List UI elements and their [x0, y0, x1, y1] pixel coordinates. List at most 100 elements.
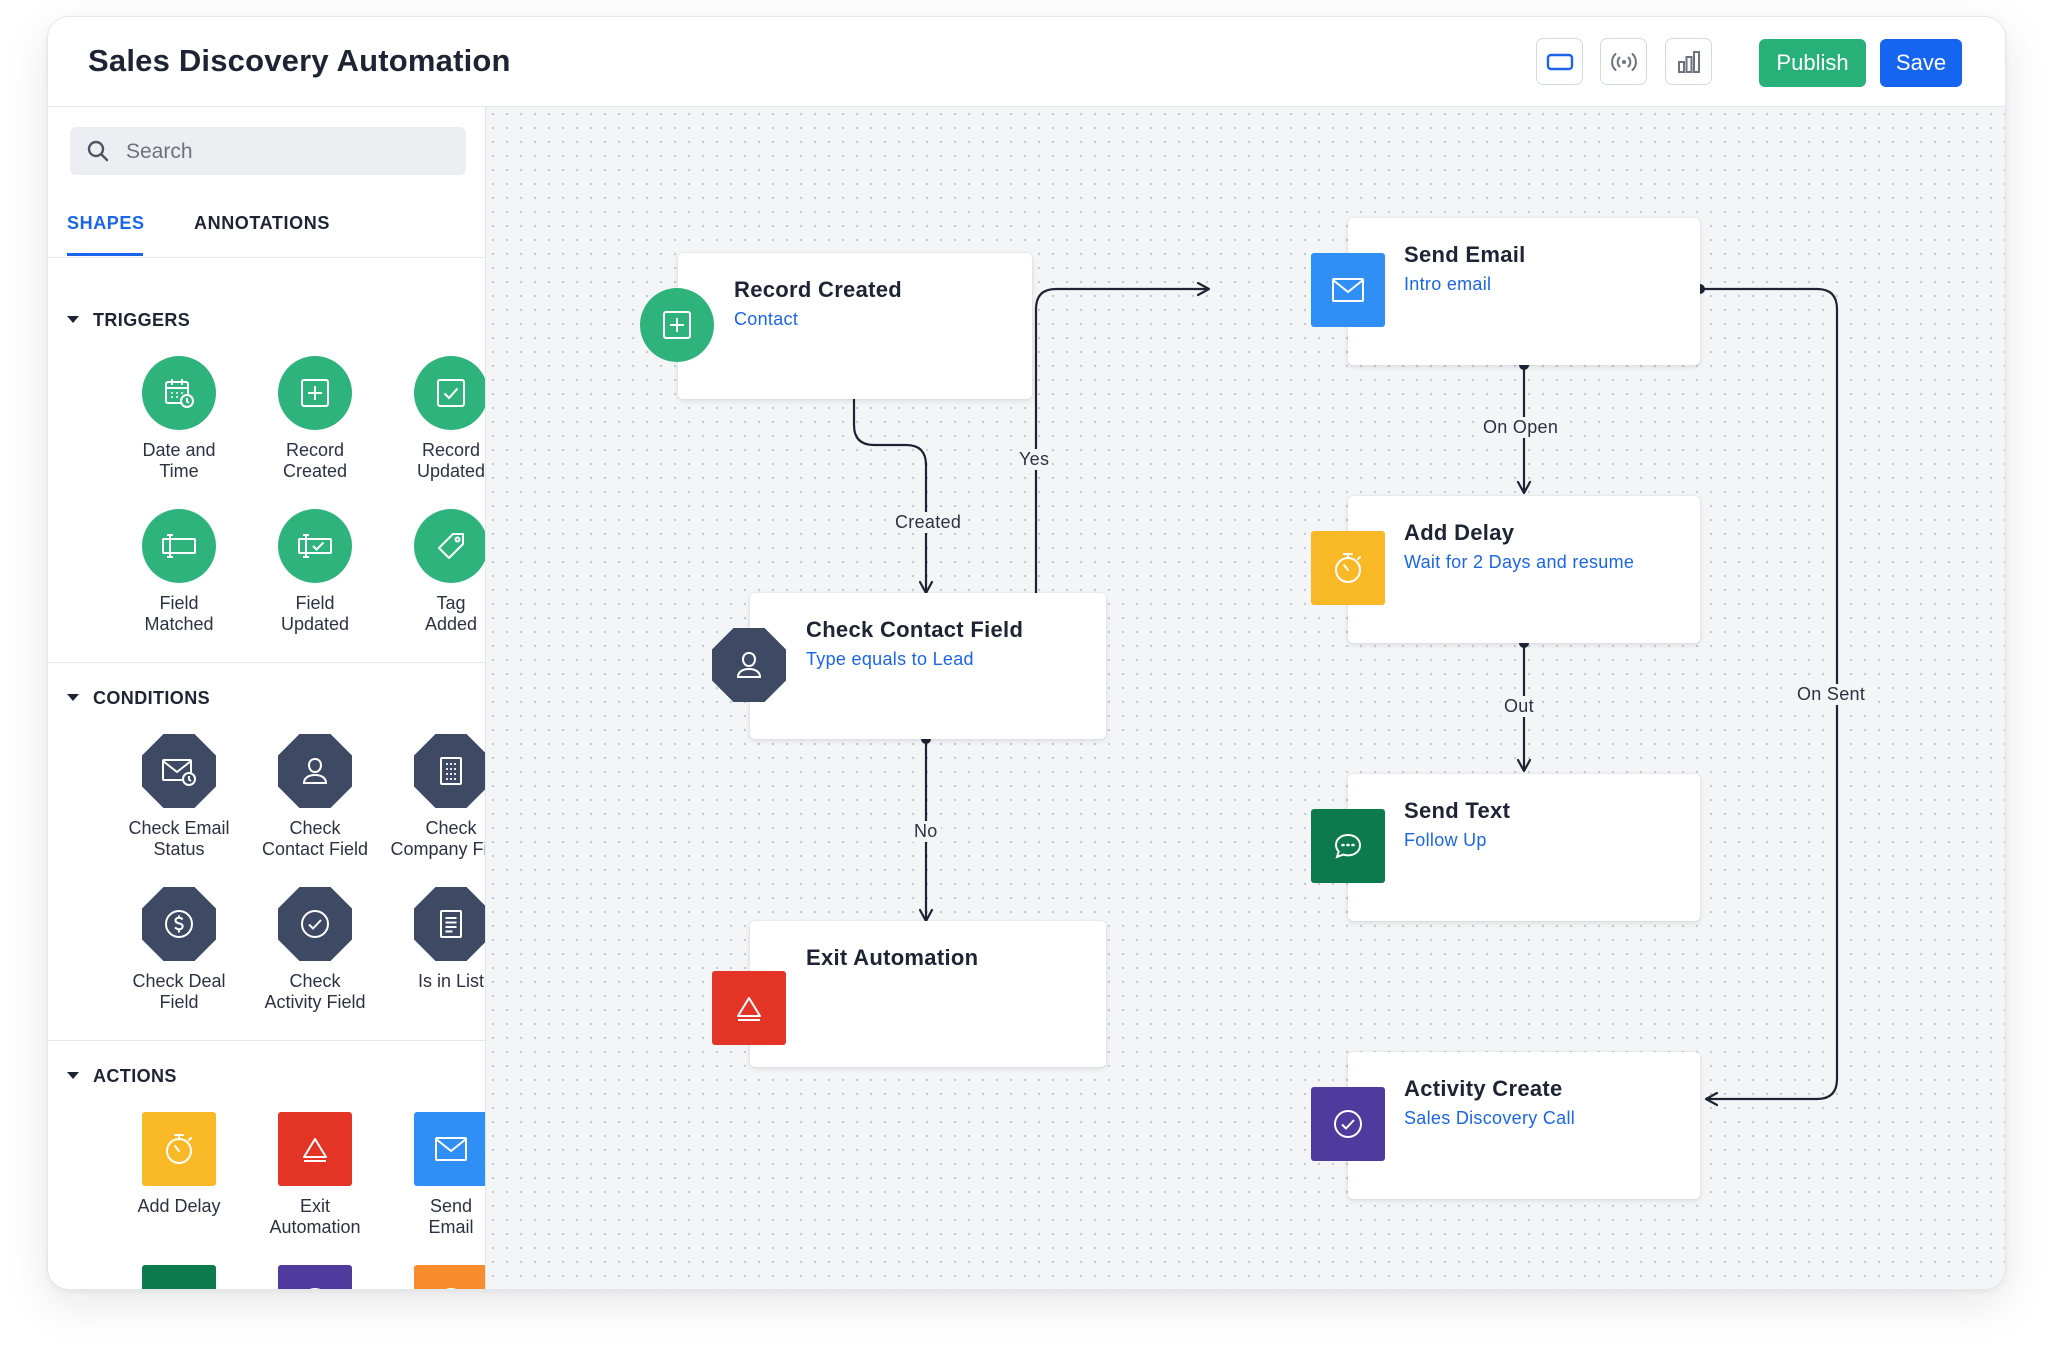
node-icon-activity-create [1311, 1087, 1385, 1161]
node-title: Record Created [734, 277, 903, 302]
shape-label: Add Delay [137, 1196, 221, 1216]
edge-label-created: Created [892, 512, 965, 533]
node-icon-exit [712, 971, 786, 1045]
section-label: ACTIONS [93, 1066, 177, 1086]
shape-label: Check Deal Field [132, 971, 226, 1012]
broadcast-icon [1610, 52, 1637, 71]
plus-square-icon [301, 379, 329, 407]
node-title: Activity Create [1404, 1076, 1563, 1101]
caret-down-icon [67, 315, 79, 323]
shape-icon-bg [142, 509, 216, 583]
fit-screen-icon [1546, 53, 1573, 70]
shape-icon-bg [278, 734, 352, 808]
stopwatch-icon [166, 1134, 192, 1164]
tab-shapes[interactable]: SHAPES [67, 213, 145, 233]
warning-icon [303, 1138, 327, 1162]
shape-check-company-field[interactable]: Check Company Field [383, 734, 485, 860]
shape-date-and-time[interactable]: Date and Time [111, 356, 247, 482]
node-subtitle[interactable]: Contact [734, 309, 799, 329]
caret-down-icon [67, 693, 79, 701]
shape-label: Date and Time [142, 440, 216, 481]
edge-label-on-open: On Open [1480, 417, 1562, 438]
header-bar: Sales Discovery Automation Publish Save [48, 17, 2005, 107]
shape-label: Field Matched [144, 593, 214, 634]
search-input[interactable]: Search [70, 127, 466, 175]
shapes-sidebar: Search SHAPES ANNOTATIONS TRIGGERS Date … [48, 107, 486, 1289]
broadcast-button[interactable] [1600, 38, 1647, 85]
plus-square-icon [663, 311, 691, 339]
analytics-button[interactable] [1665, 38, 1712, 85]
node-send-text[interactable]: Send Text Follow Up [1348, 774, 1700, 921]
shape-send-email[interactable]: Send Email [383, 1112, 485, 1238]
edge-label-on-sent: On Sent [1794, 684, 1869, 705]
node-icon-record-created [640, 288, 714, 362]
chat-icon [1334, 833, 1362, 859]
section-header-conditions[interactable]: CONDITIONS [67, 688, 210, 709]
shape-icon-bg [414, 356, 485, 430]
tab-annotations[interactable]: ANNOTATIONS [194, 213, 330, 233]
shape-tag-added[interactable]: Tag Added [383, 509, 485, 635]
shape-label: Record Updated [416, 440, 486, 481]
shape-check-activity-field[interactable]: Check Activity Field [247, 887, 383, 1013]
user-icon [736, 651, 762, 678]
node-activity-create[interactable]: Activity Create Sales Discovery Call [1348, 1052, 1700, 1199]
node-title: Send Email [1404, 242, 1526, 267]
shape-field-updated[interactable]: Field Updated [247, 509, 383, 635]
node-record-created[interactable]: Record Created Contact [678, 253, 1032, 399]
node-title: Exit Automation [806, 945, 979, 970]
shape-field-matched[interactable]: Field Matched [111, 509, 247, 635]
node-subtitle[interactable]: Type equals to Lead [806, 649, 974, 669]
shape-record-created[interactable]: Record Created [247, 356, 383, 482]
section-divider [48, 1040, 485, 1041]
node-icon-send-text [1311, 809, 1385, 883]
shape-icon-bg [414, 734, 485, 808]
check-circle-icon [1334, 1110, 1362, 1138]
node-add-delay[interactable]: Add Delay Wait for 2 Days and resume [1348, 496, 1700, 643]
check-circle-icon [301, 910, 329, 938]
save-button[interactable]: Save [1880, 39, 1962, 87]
shape-icon-bg [142, 356, 216, 430]
shape-icon-bg [414, 509, 485, 583]
workflow-canvas[interactable]: Created No Yes On Open Out On Sent Recor… [486, 107, 2005, 1289]
shape-send-text[interactable] [111, 1265, 247, 1289]
list-icon [440, 910, 462, 938]
node-send-email[interactable]: Send Email Intro email [1348, 218, 1700, 365]
page-title: Sales Discovery Automation [88, 43, 511, 78]
mail-clock-icon [162, 759, 196, 786]
mail-icon [1332, 278, 1364, 302]
section-label: CONDITIONS [93, 688, 211, 708]
shape-label: Record Created [282, 440, 348, 481]
shape-activity-create[interactable] [247, 1265, 383, 1289]
shape-icon-bg [142, 1265, 216, 1289]
node-subtitle[interactable]: Follow Up [1404, 830, 1487, 850]
node-exit-automation[interactable]: Exit Automation [750, 921, 1106, 1067]
bar-chart-icon [1677, 50, 1700, 73]
shape-is-in-list[interactable]: Is in List [383, 887, 485, 992]
node-subtitle[interactable]: Wait for 2 Days and resume [1404, 552, 1635, 572]
field-icon [162, 534, 196, 558]
shape-exit-automation[interactable]: Exit Automation [247, 1112, 383, 1238]
active-tab-indicator [67, 253, 143, 256]
section-header-triggers[interactable]: TRIGGERS [67, 310, 190, 331]
fit-screen-button[interactable] [1536, 38, 1583, 85]
node-check-contact-field[interactable]: Check Contact Field Type equals to Lead [750, 593, 1106, 739]
dollar-icon [445, 1288, 457, 1289]
publish-button[interactable]: Publish [1759, 39, 1866, 87]
check-square-icon [437, 379, 465, 407]
shape-check-deal-field[interactable]: Check Deal Field [111, 887, 247, 1013]
section-header-actions[interactable]: ACTIONS [67, 1066, 177, 1087]
building-icon [440, 757, 462, 785]
shape-icon-bg [414, 1112, 485, 1186]
warning-icon [737, 997, 761, 1021]
node-subtitle[interactable]: Sales Discovery Call [1404, 1108, 1576, 1128]
shape-icon-bg [278, 1265, 352, 1289]
shape-check-contact-field[interactable]: Check Contact Field [247, 734, 383, 860]
shape-add-delay[interactable]: Add Delay [111, 1112, 247, 1217]
shape-record-updated[interactable]: Record Updated [383, 356, 486, 482]
shape-deal-action[interactable] [383, 1265, 485, 1289]
edge-created[interactable] [852, 385, 934, 595]
shape-label: Check Activity Field [264, 971, 366, 1012]
shape-check-email-status[interactable]: Check Email Status [111, 734, 247, 860]
shape-icon-bg [278, 509, 352, 583]
node-subtitle[interactable]: Intro email [1404, 274, 1492, 294]
